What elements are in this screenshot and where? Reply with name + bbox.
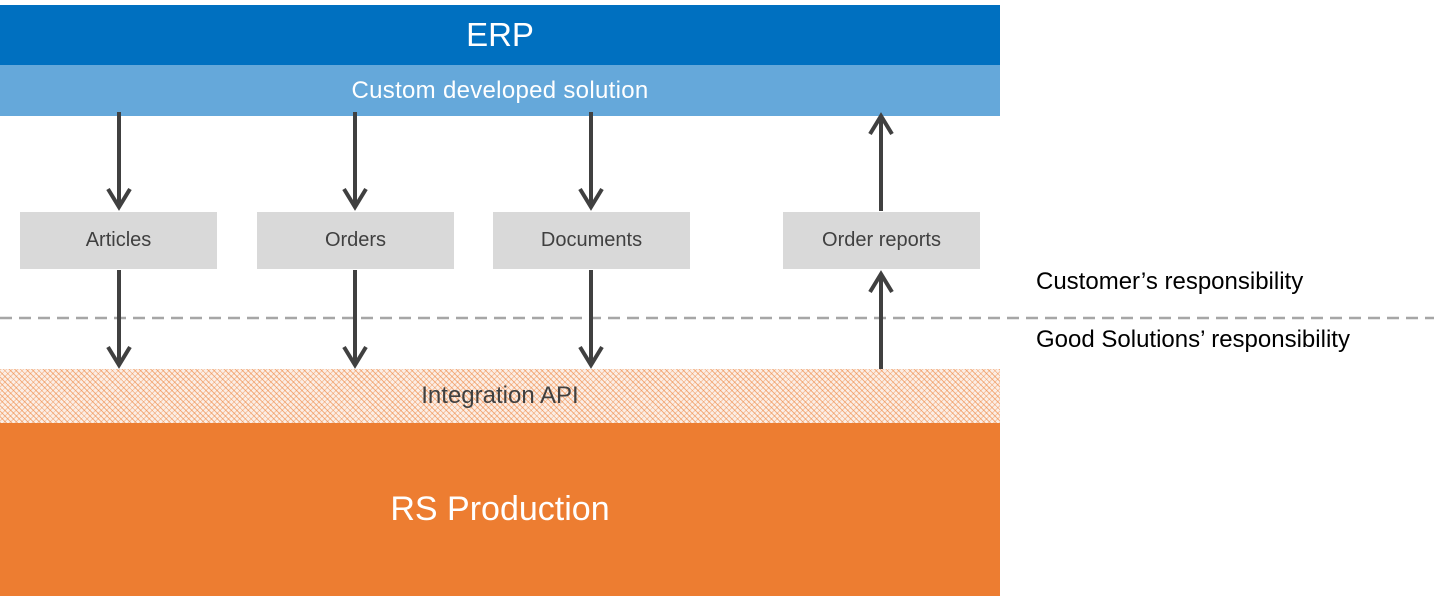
erp-layer: ERP	[0, 5, 1000, 65]
documents-label: Documents	[540, 229, 643, 251]
documents-box: Documents	[493, 212, 690, 269]
articles-label: Articles	[85, 229, 152, 251]
orders-label: Orders	[324, 229, 387, 251]
documents-arrow-down-bottom	[578, 270, 604, 369]
custom-solution-layer: Custom developed solution	[0, 65, 1000, 116]
rs-production-layer: RS Production	[0, 423, 1000, 596]
order-reports-arrow-up-top	[868, 112, 894, 211]
custom-solution-label: Custom developed solution	[351, 76, 649, 104]
articles-arrow-down-top	[106, 112, 132, 211]
order-reports-arrow-up-bottom	[868, 270, 894, 369]
integration-api-layer: Integration API	[0, 369, 1000, 423]
orders-arrow-down-top	[342, 112, 368, 211]
orders-arrow-down-bottom	[342, 270, 368, 369]
documents-arrow-down-top	[578, 112, 604, 211]
articles-arrow-down-bottom	[106, 270, 132, 369]
articles-box: Articles	[20, 212, 217, 269]
integration-api-label: Integration API	[421, 382, 579, 409]
order-reports-label: Order reports	[822, 229, 941, 251]
order-reports-box: Order reports	[783, 212, 980, 269]
orders-box: Orders	[257, 212, 454, 269]
customer-responsibility-label: Customer’s responsibility	[1036, 268, 1304, 295]
erp-label: ERP	[466, 16, 534, 53]
good-solutions-responsibility-label: Good Solutions’ responsibility	[1036, 326, 1350, 353]
rs-production-label: RS Production	[390, 490, 610, 528]
